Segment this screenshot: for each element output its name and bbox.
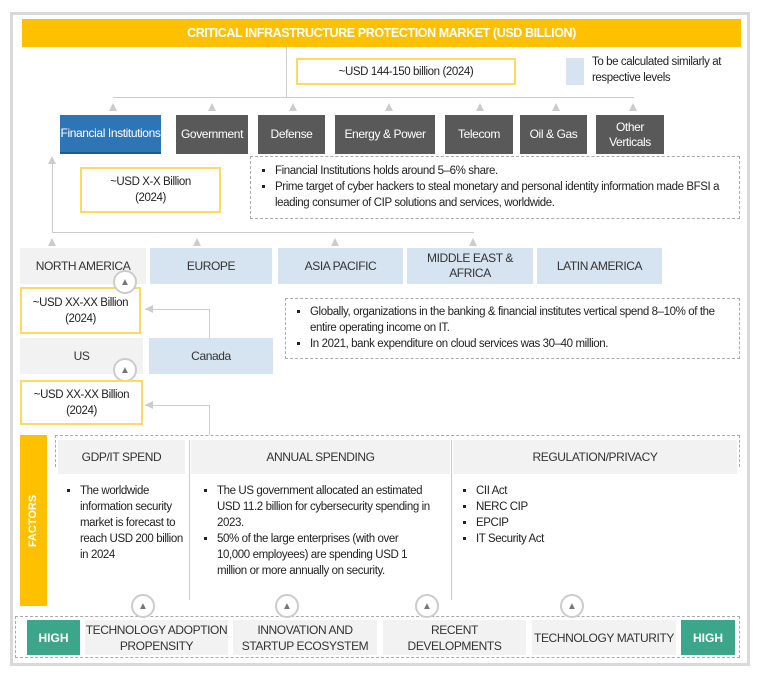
triangle-up-icon: ▲	[131, 594, 155, 618]
vertical-energy-power: Energy & Power	[335, 115, 435, 154]
factor-header-regulation: REGULATION/PRIVACY	[453, 440, 737, 474]
factors-bar: FACTORS	[20, 435, 47, 606]
vertical-telecom: Telecom	[445, 115, 513, 154]
high-badge-left: HIGH	[27, 620, 80, 655]
connector	[113, 97, 634, 98]
triangle-up-icon: ▲	[113, 270, 137, 294]
arrow-up-icon	[193, 238, 201, 246]
vertical-defense: Defense	[258, 115, 325, 154]
vertical-oil-gas: Oil & Gas	[520, 115, 587, 154]
region-asia-pacific: ASIA PACIFIC	[278, 248, 403, 284]
high-badge-right: HIGH	[681, 620, 735, 655]
arrow-up-icon	[385, 103, 393, 111]
region-value-box: ~USD XX-XX Billion (2024)	[20, 287, 141, 334]
arrow-up-icon	[331, 238, 339, 246]
arrow-up-icon	[289, 103, 297, 111]
vertical-government: Government	[176, 115, 248, 154]
arrow-up-icon	[469, 238, 477, 246]
note: In 2021, bank expenditure on cloud servi…	[310, 336, 731, 352]
connector	[145, 405, 209, 406]
vertical-value-box: ~USD X-X Billion (2024)	[80, 167, 221, 213]
bottom-item-recent-developments: RECENT DEVELOPMENTS	[383, 620, 526, 655]
factor-header-annual-spending: ANNUAL SPENDING	[191, 440, 450, 474]
arrow-up-icon	[476, 103, 484, 111]
arrow-up-icon	[208, 103, 216, 111]
arrow-up-icon	[552, 103, 560, 111]
connector	[52, 164, 53, 232]
region-middle-east-africa: MIDDLE EAST & AFRICA	[407, 248, 533, 284]
factor-column-gdp: The worldwide information security marke…	[64, 483, 184, 563]
region-europe: EUROPE	[150, 248, 272, 284]
country-canada: Canada	[149, 338, 273, 374]
factor-column-regulation: CII ActNERC CIPEPCIPIT Security Act	[460, 483, 660, 547]
arrow-up-icon	[109, 103, 117, 111]
divider	[189, 440, 190, 600]
note: Globally, organizations in the banking &…	[310, 304, 731, 336]
diagram-title: CRITICAL INFRASTRUCTURE PROTECTION MARKE…	[22, 19, 741, 47]
legend-text: To be calculated similarly at respective…	[592, 56, 722, 84]
vertical-notes: Financial Institutions holds around 5–6%…	[250, 156, 740, 219]
legend-swatch	[566, 58, 584, 85]
connector	[52, 232, 474, 233]
note: Prime target of cyber hackers to steal m…	[275, 179, 731, 211]
factors-label: FACTORS	[27, 494, 40, 547]
arrow-up-icon	[48, 156, 56, 164]
note: Financial Institutions holds around 5–6%…	[275, 163, 731, 179]
factor-item: EPCIP	[476, 515, 660, 531]
factor-item: NERC CIP	[476, 499, 660, 515]
factor-item: IT Security Act	[476, 531, 660, 547]
connector	[286, 47, 287, 97]
arrow-up-icon	[48, 238, 56, 246]
connector	[145, 309, 209, 310]
region-notes: Globally, organizations in the banking &…	[285, 298, 740, 359]
factor-item: 50% of the large enterprises (with over …	[217, 531, 431, 579]
factors-header-row	[55, 435, 740, 467]
factor-item: The worldwide information security marke…	[80, 483, 184, 563]
factor-header-gdp: GDP/IT SPEND	[58, 440, 185, 474]
triangle-up-icon: ▲	[275, 594, 299, 618]
vertical-other: Other Verticals	[596, 115, 664, 154]
bottom-item-tech-adoption: TECHNOLOGY ADOPTION PROPENSITY	[85, 620, 228, 655]
triangle-up-icon: ▲	[415, 594, 439, 618]
bottom-item-innovation: INNOVATION AND STARTUP ECOSYSTEM	[233, 620, 377, 655]
bottom-item-tech-maturity: TECHNOLOGY MATURITY	[532, 620, 676, 655]
divider	[451, 440, 452, 600]
arrow-left-icon	[145, 401, 153, 409]
factor-column-annual-spending: The US government allocated an estimated…	[201, 483, 431, 579]
connector	[209, 309, 210, 338]
triangle-up-icon: ▲	[560, 594, 584, 618]
factor-item: CII Act	[476, 483, 660, 499]
arrow-left-icon	[145, 305, 153, 313]
triangle-up-icon: ▲	[113, 358, 137, 382]
country-value-box: ~USD XX-XX Billion (2024)	[20, 380, 143, 425]
vertical-financial-institutions: Financial Institutions	[60, 115, 161, 154]
bottom-row	[15, 616, 740, 658]
connector	[209, 405, 210, 435]
total-value-box: ~USD 144-150 billion (2024)	[296, 58, 516, 85]
frame	[10, 12, 750, 666]
arrow-up-icon	[629, 103, 637, 111]
factor-item: The US government allocated an estimated…	[217, 483, 431, 531]
region-latin-america: LATIN AMERICA	[537, 248, 662, 284]
